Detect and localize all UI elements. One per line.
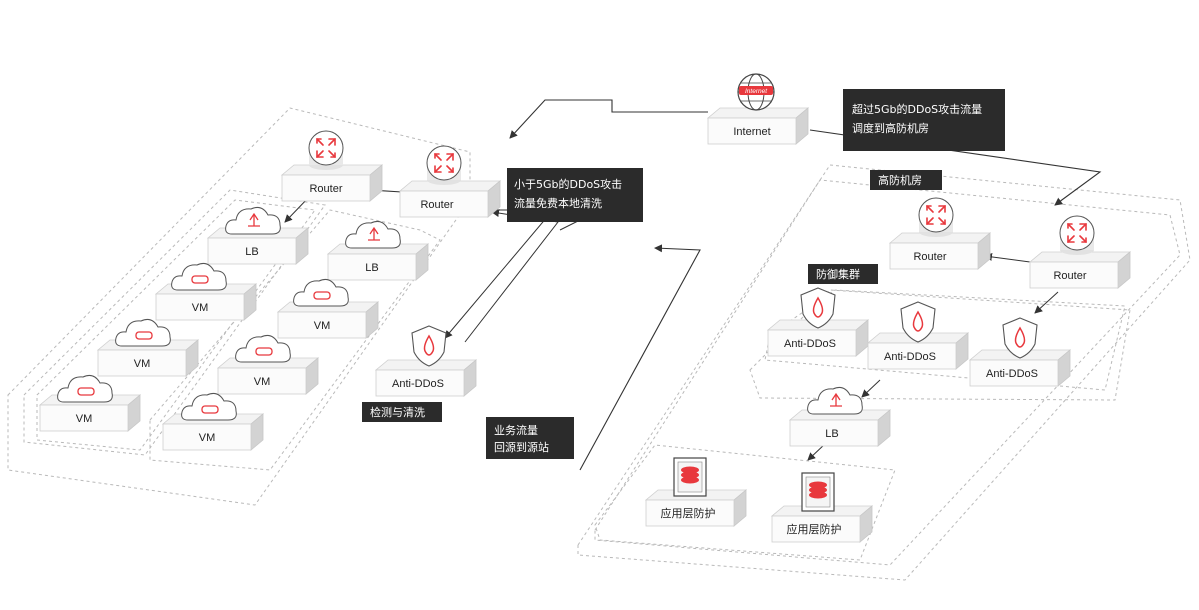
- left-lb-2-label: LB: [365, 262, 378, 274]
- cloud-vm-icon: [171, 262, 227, 291]
- callout-under-5gb-line-1: 小于5Gb的DDoS攻击: [514, 177, 622, 191]
- internet-node[interactable]: Internet: [707, 107, 809, 145]
- disk-stack-icon: [801, 472, 835, 512]
- cloud-vm-icon: [235, 334, 291, 363]
- callout-high-defense-room: 高防机房: [870, 170, 942, 190]
- app-protect-1[interactable]: 应用层防护: [645, 489, 747, 527]
- cloud-vm-icon: [293, 278, 349, 307]
- callout-under-5gb-line-2: 流量免费本地清洗: [514, 196, 602, 210]
- left-vm-2[interactable]: VM: [277, 301, 379, 339]
- right-antiddos-1-label: Anti-DDoS: [784, 338, 836, 350]
- right-zone-outline: [577, 164, 1191, 581]
- cloud-lb-icon: [225, 206, 281, 235]
- callout-traffic-back: 业务流量 回源到源站: [486, 417, 574, 459]
- callout-over-5gb: 超过5Gb的DDoS攻击流量 调度到高防机房: [843, 89, 1005, 151]
- callout-under-5gb: 小于5Gb的DDoS攻击 流量免费本地清洗: [507, 168, 643, 222]
- right-antiddos-3[interactable]: Anti-DDoS: [969, 349, 1071, 387]
- right-router-1-label: Router: [913, 251, 946, 263]
- right-router-1[interactable]: Router: [889, 232, 991, 270]
- left-router-1[interactable]: Router: [281, 164, 383, 202]
- left-lb-2[interactable]: LB: [327, 243, 429, 281]
- callout-detect-clean: 检测与清洗: [362, 402, 442, 422]
- cloud-vm-icon: [57, 374, 113, 403]
- router-icon: [426, 145, 462, 186]
- right-antiddos-2-label: Anti-DDoS: [884, 351, 936, 363]
- app-protect-2[interactable]: 应用层防护: [771, 505, 873, 543]
- left-vm-3-label: VM: [134, 358, 151, 370]
- app-protect-2-label: 应用层防护: [787, 522, 842, 536]
- callout-over-5gb-line-2: 调度到高防机房: [852, 121, 929, 135]
- callout-high-defense-room-text: 高防机房: [878, 173, 922, 187]
- left-vm-6-label: VM: [199, 432, 216, 444]
- left-vm-1-label: VM: [192, 302, 209, 314]
- cloud-lb-icon: [807, 386, 863, 415]
- left-vm-4[interactable]: VM: [217, 357, 319, 395]
- right-antiddos-3-label: Anti-DDoS: [986, 368, 1038, 380]
- left-antiddos[interactable]: Anti-DDoS: [375, 359, 477, 397]
- router-icon: [918, 197, 954, 238]
- left-zone-outline: [7, 107, 471, 506]
- router-icon: [1059, 215, 1095, 256]
- right-lb[interactable]: LB: [789, 409, 891, 447]
- internet-tag: Internet: [745, 88, 768, 95]
- right-router-2-label: Router: [1053, 270, 1086, 282]
- right-antiddos-1[interactable]: Anti-DDoS: [767, 319, 869, 357]
- callout-defense-cluster-text: 防御集群: [816, 267, 860, 281]
- right-lb-label: LB: [825, 428, 838, 440]
- callout-traffic-back-line-2: 回源到源站: [494, 440, 549, 454]
- globe-icon: Internet: [737, 73, 775, 111]
- left-vm-3[interactable]: VM: [97, 339, 199, 377]
- left-router-2-label: Router: [420, 199, 453, 211]
- right-antiddos-2[interactable]: Anti-DDoS: [867, 332, 969, 370]
- left-vm-4-label: VM: [254, 376, 271, 388]
- cloud-vm-icon: [181, 392, 237, 421]
- left-antiddos-label: Anti-DDoS: [392, 378, 444, 390]
- callout-defense-cluster: 防御集群: [808, 264, 878, 284]
- callout-traffic-back-line-1: 业务流量: [494, 423, 538, 437]
- cloud-vm-icon: [115, 318, 171, 347]
- left-router-2[interactable]: Router: [399, 180, 501, 218]
- left-router-1-label: Router: [309, 183, 342, 195]
- internet-label: Internet: [733, 126, 770, 138]
- left-vm-5[interactable]: VM: [39, 394, 141, 432]
- callout-detect-clean-text: 检测与清洗: [370, 405, 425, 419]
- left-vm-1[interactable]: VM: [155, 283, 257, 321]
- app-protect-1-label: 应用层防护: [661, 506, 716, 520]
- left-lb-1[interactable]: LB: [207, 227, 309, 265]
- router-icon: [308, 130, 344, 171]
- disk-stack-icon: [673, 457, 707, 497]
- left-lb-1-label: LB: [245, 246, 258, 258]
- right-router-2[interactable]: Router: [1029, 251, 1131, 289]
- cloud-lb-icon: [345, 220, 401, 249]
- left-vm-6[interactable]: VM: [162, 413, 264, 451]
- left-vm-5-label: VM: [76, 413, 93, 425]
- left-vm-2-label: VM: [314, 320, 331, 332]
- callout-over-5gb-line-1: 超过5Gb的DDoS攻击流量: [852, 102, 982, 116]
